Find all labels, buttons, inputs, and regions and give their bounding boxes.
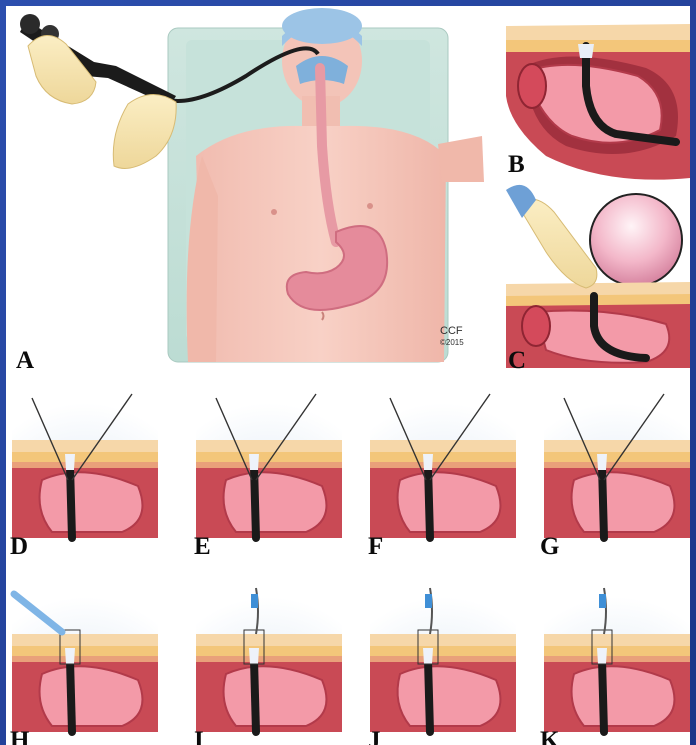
panel-j-illustration <box>370 582 516 732</box>
panel-label-f: F <box>368 534 383 559</box>
panel-label-g: G <box>540 534 559 559</box>
figure-canvas: A B C D E F G H I J K CCF ©2015 <box>6 6 690 745</box>
panel-label-j: J <box>368 728 381 745</box>
panel-i-illustration <box>196 582 342 732</box>
panel-label-h: H <box>10 728 29 745</box>
panel-c-illustration <box>506 185 690 368</box>
panel-label-i: I <box>194 728 204 745</box>
panel-g-illustration <box>544 388 690 538</box>
small-panels <box>12 388 690 732</box>
panel-e-illustration <box>196 388 342 538</box>
copyright-mark: CCF <box>440 326 463 337</box>
panel-h-illustration <box>12 582 158 732</box>
copyright-year: ©2015 <box>440 339 464 347</box>
panel-label-k: K <box>540 728 559 745</box>
panel-d-illustration <box>12 388 158 538</box>
panel-label-a: A <box>16 348 34 373</box>
panel-label-d: D <box>10 534 28 559</box>
illustration <box>6 6 690 745</box>
panel-label-b: B <box>508 152 525 177</box>
panel-label-c: C <box>508 348 526 373</box>
panel-f-illustration <box>370 388 516 538</box>
panel-k-illustration <box>544 582 690 732</box>
panel-label-e: E <box>194 534 211 559</box>
